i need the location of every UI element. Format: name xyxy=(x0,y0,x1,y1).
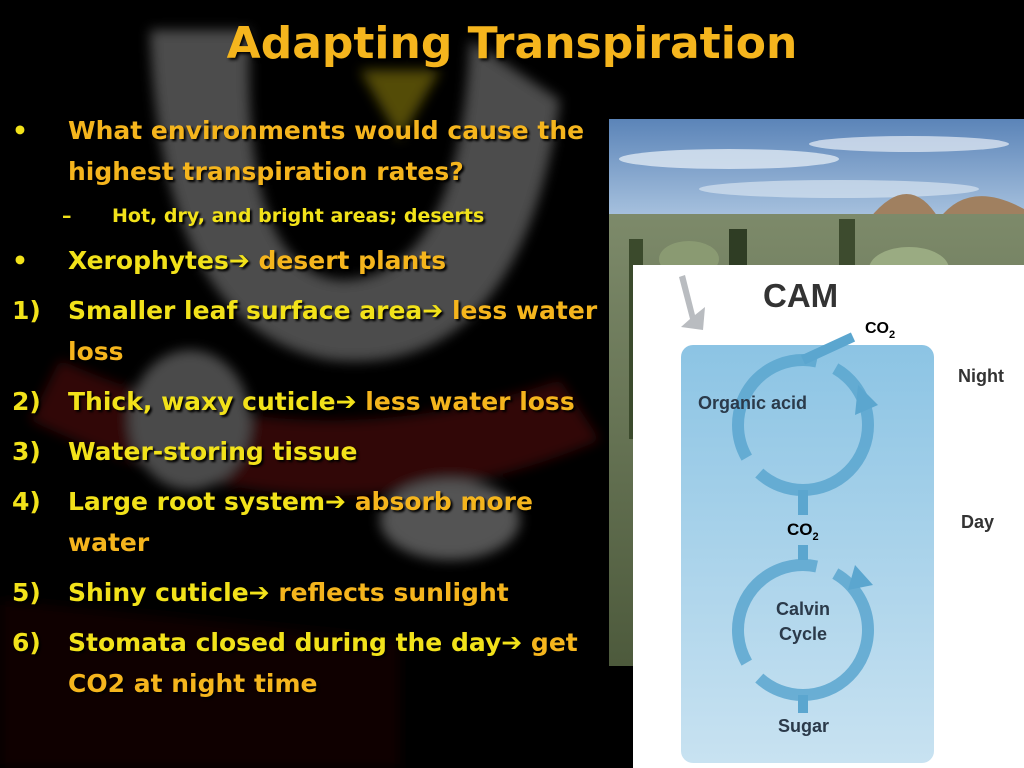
list-item: 1) Smaller leaf surface area➔ less water… xyxy=(12,290,612,372)
arrow-icon: ➔ xyxy=(248,578,270,607)
adaptation-text: Water-storing tissue xyxy=(68,437,358,466)
list-item: 4) Large root system➔ absorb more water xyxy=(12,481,612,563)
arrowhead-icon xyxy=(848,565,873,590)
co2-label-top: CO2 xyxy=(865,320,895,341)
effect-text: absorb more water xyxy=(68,487,533,557)
cam-cycle-figure: CAM CO2 Organic acid CO2 Calvin Cycle Su… xyxy=(679,275,1004,763)
bullet-marker: • xyxy=(12,116,28,145)
adaptation-text: Thick, waxy cuticle xyxy=(68,387,336,416)
co2-label-middle: CO2 xyxy=(787,520,819,543)
arrow-icon: ➔ xyxy=(335,387,357,416)
term-text: Xerophytes xyxy=(68,246,229,275)
arrow-icon: ➔ xyxy=(228,246,250,275)
effect-text: less water loss xyxy=(68,296,598,366)
sugar-label: Sugar xyxy=(778,716,829,736)
co2-in-arrow-icon xyxy=(800,332,856,365)
question-text: What environments would cause the highes… xyxy=(68,116,585,186)
list-item: • Xerophytes➔ desert plants xyxy=(12,240,612,281)
diagram-title: CAM xyxy=(763,277,838,314)
arrowhead-icon xyxy=(855,385,878,415)
calvin-label-line1: Calvin xyxy=(776,599,830,619)
number-marker: 4) xyxy=(12,487,41,516)
day-label: Day xyxy=(961,512,994,532)
gray-arrow-icon xyxy=(679,275,705,330)
list-item: 5) Shiny cuticle➔ reflects sunlight xyxy=(12,572,612,613)
dash-marker: – xyxy=(62,205,72,227)
effect-text: get CO2 at night time xyxy=(68,628,578,698)
list-item: 6) Stomata closed during the day➔ get CO… xyxy=(12,622,612,704)
number-marker: 3) xyxy=(12,437,41,466)
adaptation-text: Stomata closed during the day xyxy=(68,628,502,657)
calvin-label-line2: Cycle xyxy=(779,624,827,644)
night-label: Night xyxy=(958,366,1004,386)
effect-text: reflects sunlight xyxy=(269,578,509,607)
arrow-icon: ➔ xyxy=(325,487,346,516)
number-marker: 6) xyxy=(12,628,41,657)
arrow-icon: ➔ xyxy=(422,296,444,325)
number-marker: 2) xyxy=(12,387,41,416)
list-item: • What environments would cause the high… xyxy=(12,110,612,192)
organic-acid-label: Organic acid xyxy=(698,393,807,413)
list-item: – Hot, dry, and bright areas; deserts xyxy=(12,201,612,231)
arrow-icon: ➔ xyxy=(501,628,523,657)
adaptation-text: Large root system xyxy=(68,487,326,516)
cam-diagram: CAM CO2 Organic acid CO2 Calvin Cycle Su… xyxy=(633,265,1024,768)
slide-title: Adapting Transpiration xyxy=(226,18,798,69)
number-marker: 5) xyxy=(12,578,41,607)
bullet-list: • What environments would cause the high… xyxy=(12,110,612,713)
effect-text: less water loss xyxy=(356,387,575,416)
adaptation-text: Smaller leaf surface area xyxy=(68,296,423,325)
answer-text: Hot, dry, and bright areas; deserts xyxy=(112,205,485,227)
bullet-marker: • xyxy=(12,246,28,275)
number-marker: 1) xyxy=(12,296,41,325)
list-item: 3) Water-storing tissue xyxy=(12,431,612,472)
list-item: 2) Thick, waxy cuticle➔ less water loss xyxy=(12,381,612,422)
definition-text: desert plants xyxy=(249,246,447,275)
adaptation-text: Shiny cuticle xyxy=(68,578,249,607)
